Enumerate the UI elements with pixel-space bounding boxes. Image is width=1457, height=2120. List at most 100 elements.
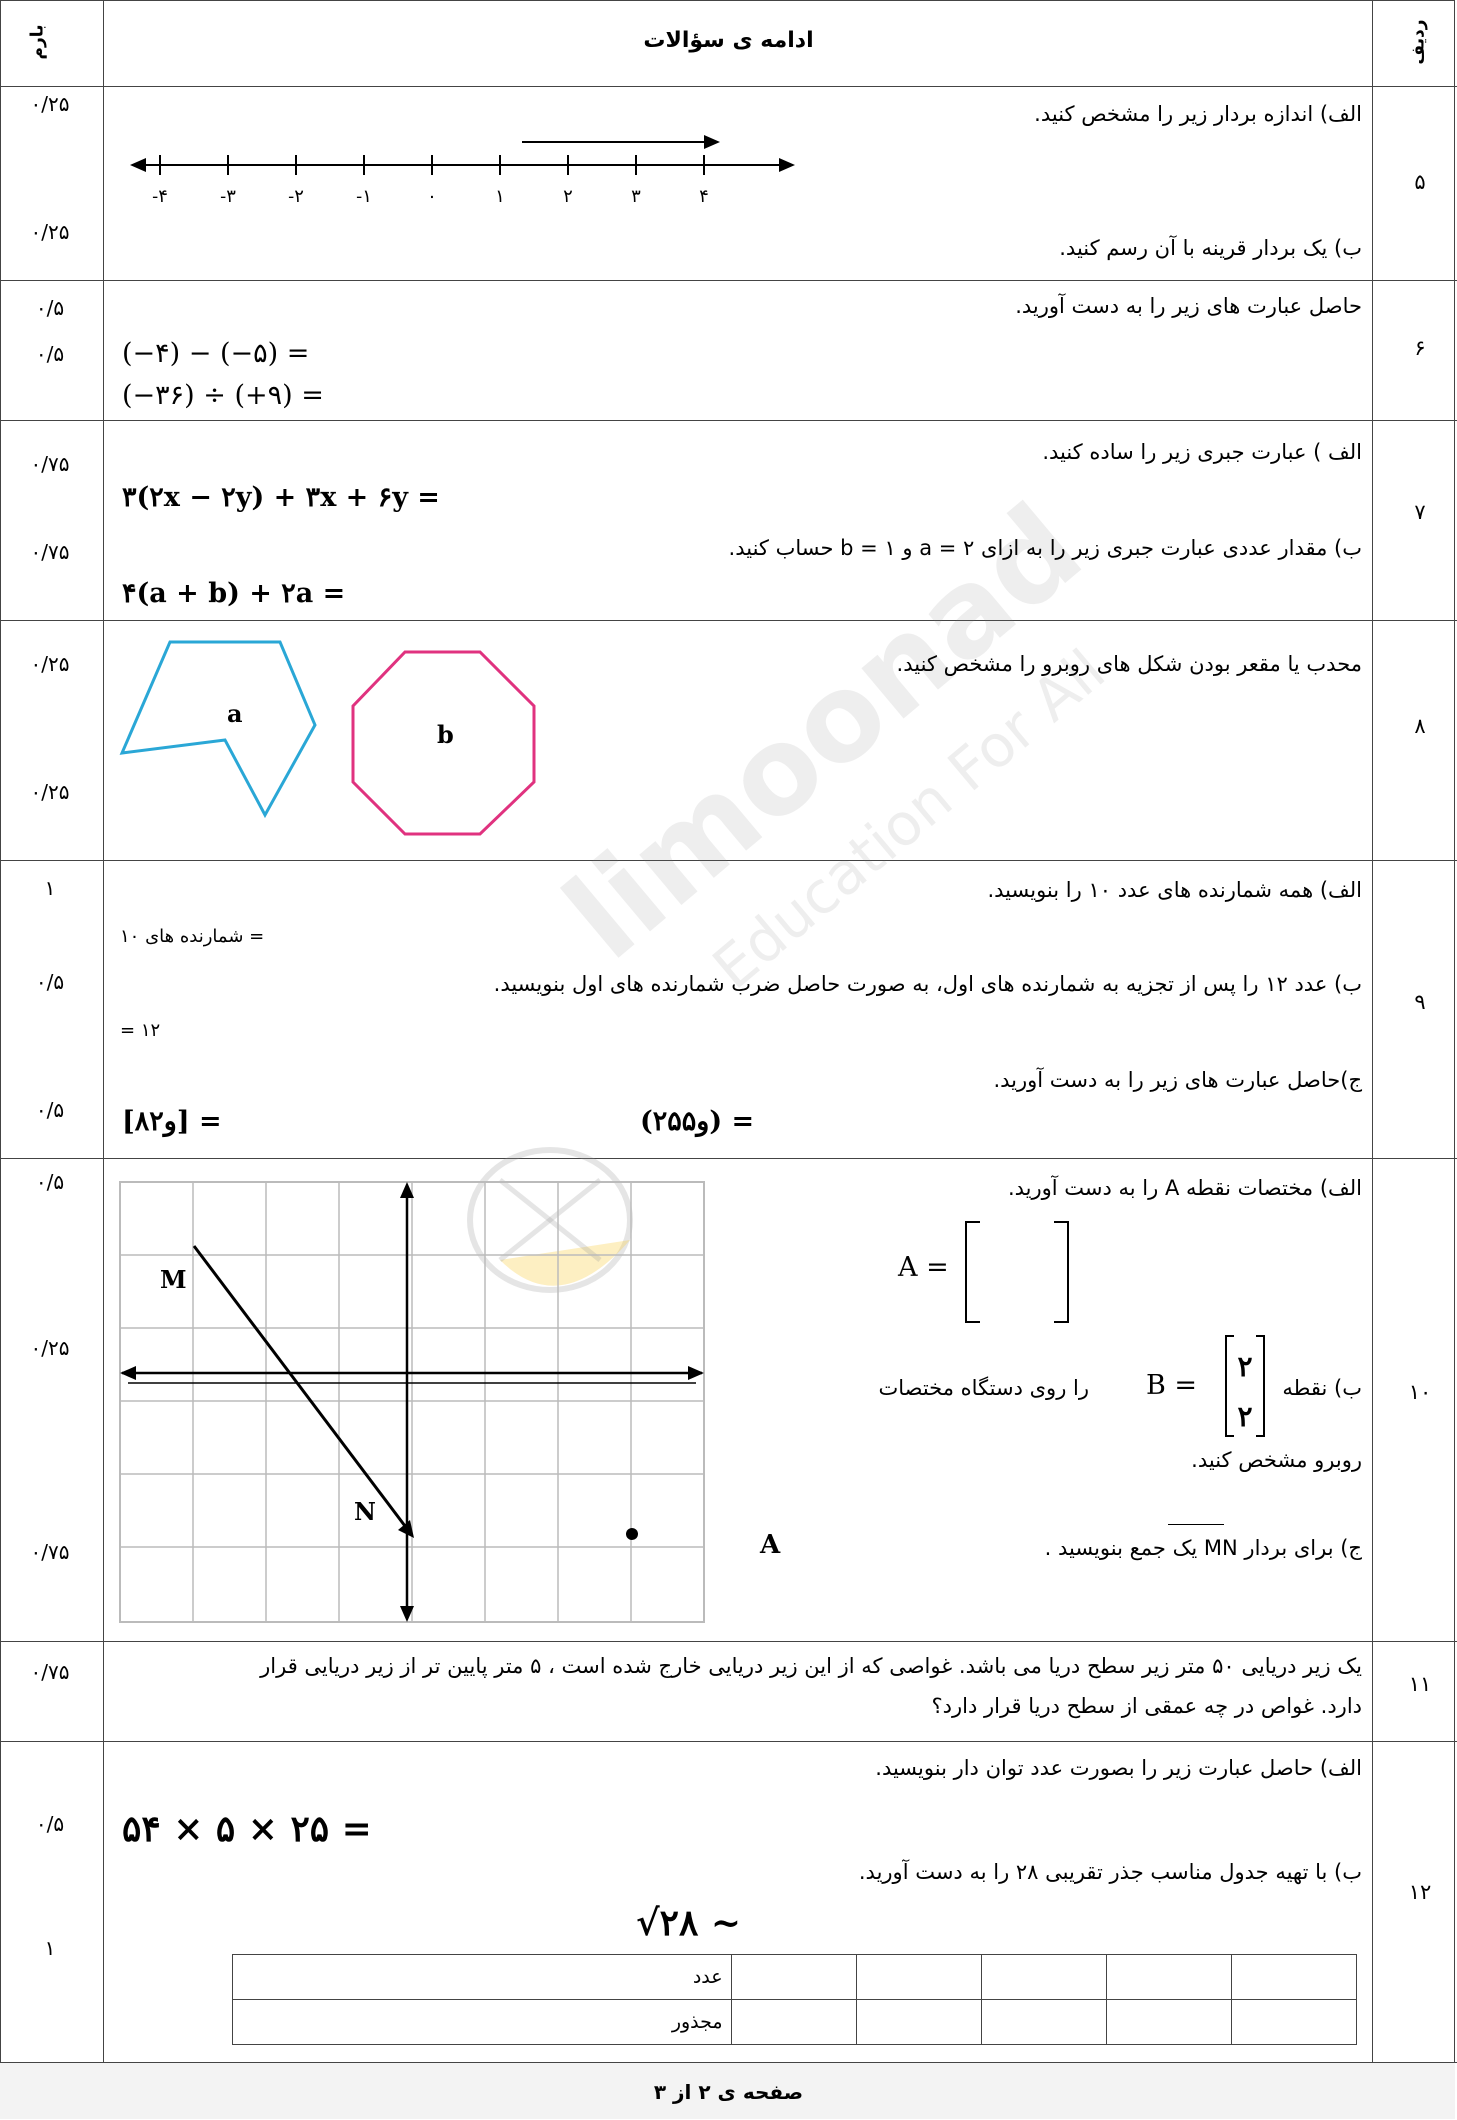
answer-prompt: ۱۲ = xyxy=(120,1020,161,1041)
question-text: الف) اندازه بردار زیر را مشخص کنید. xyxy=(1034,102,1362,126)
tick-label: -۱ xyxy=(356,186,372,207)
question-text: حاصل عبارت های زیر را به دست آورید. xyxy=(1015,294,1362,318)
expression: [۸و۲] = xyxy=(122,1106,222,1137)
score-column-divider xyxy=(103,0,104,2062)
table-cell[interactable] xyxy=(980,1999,1107,2045)
matrix-entry: ۲ xyxy=(1237,1400,1252,1433)
question-text: دارد. غواص در چه عمقی از سطح دریا قرار د… xyxy=(931,1694,1362,1718)
score-value: ۰/۷۵ xyxy=(30,452,70,476)
table-cell[interactable] xyxy=(1105,1954,1232,2000)
question-text: الف) همه شمارنده های عدد ۱۰ را بنویسید. xyxy=(987,878,1362,902)
table-row: مجذور xyxy=(232,1999,1358,2045)
question-text: ب) یک بردار قرینه با آن رسم کنید. xyxy=(1059,236,1362,260)
expression: ۵۴ × ۵ × ۲۵ = xyxy=(122,1808,372,1850)
shapes-figure: a b xyxy=(119,640,536,836)
table-cell[interactable] xyxy=(855,1999,982,2045)
vector-mn-arrow xyxy=(398,1520,414,1538)
table-cell[interactable] xyxy=(1105,1999,1232,2045)
empty-matrix xyxy=(965,1221,1069,1323)
question-text: ب) نقطه xyxy=(1282,1376,1362,1400)
footer-divider xyxy=(0,2062,1457,2063)
score-value: ۰/۵ xyxy=(35,1812,65,1836)
question-text: الف) حاصل عبارت زیر را بصورت عدد توان دا… xyxy=(875,1756,1362,1780)
question-text: روبرو مشخص کنید. xyxy=(1191,1448,1362,1472)
row-divider xyxy=(0,620,1457,621)
question-text: ج)حاصل عبارت های زیر را به دست آورید. xyxy=(993,1068,1362,1092)
row-divider xyxy=(0,860,1457,861)
score-value: ۰/۷۵ xyxy=(30,1540,70,1564)
coordinate-grid: MN xyxy=(119,1181,705,1623)
tick-label: -۲ xyxy=(288,186,304,207)
score-value: ۰/۵ xyxy=(35,342,65,366)
expression: (−۴) − (−۵) = xyxy=(122,338,310,369)
header-divider xyxy=(0,86,1457,87)
tick-label: ۰ xyxy=(427,186,437,207)
point-label-n: N xyxy=(354,1497,376,1526)
question-number: ۶ xyxy=(1414,336,1426,360)
y-axis-arrow xyxy=(400,1182,414,1198)
table-cell[interactable] xyxy=(730,1999,857,2045)
table-cell[interactable] xyxy=(1230,1954,1358,2000)
tick-label: ۱ xyxy=(495,186,505,207)
score-value: ۰/۵ xyxy=(35,1098,65,1122)
x-axis-arrow xyxy=(688,1366,704,1380)
question-number: ۹ xyxy=(1414,990,1426,1014)
matrix-label: A = xyxy=(898,1252,949,1283)
question-text: یک زیر دریایی ۵۰ متر زیر سطح دریا می باش… xyxy=(260,1654,1362,1678)
expression: (−۳۶) ÷ (+۹) = xyxy=(122,380,324,411)
watermark-lemon-icon xyxy=(467,1147,633,1293)
table-header: عدد xyxy=(232,1954,732,2000)
score-value: ۰/۷۵ xyxy=(30,1660,70,1684)
question-text: الف) مختصات نقطه A را به دست آورید. xyxy=(1007,1176,1362,1200)
row-divider xyxy=(0,420,1457,421)
score-value: ۰/۲۵ xyxy=(30,220,70,244)
score-value: ۱ xyxy=(44,1936,56,1960)
score-value: ۰/۲۵ xyxy=(30,780,70,804)
vector-mn xyxy=(192,1245,410,1531)
question-number: ۸ xyxy=(1414,714,1426,738)
square-root-table: عدد مجذور xyxy=(232,1954,1358,2045)
matrix-label: B = xyxy=(1146,1370,1198,1401)
row-divider xyxy=(0,280,1457,281)
table-cell[interactable] xyxy=(1230,1999,1358,2045)
concave-shape-a xyxy=(119,640,317,819)
question-number: ۷ xyxy=(1414,500,1426,524)
footer-bar xyxy=(0,2063,1455,2119)
score-value: ۰/۵ xyxy=(35,296,65,320)
point-label: A xyxy=(760,1530,781,1560)
question-text: را روی دستگاه مختصات xyxy=(878,1376,1089,1400)
point-label-m: M xyxy=(160,1265,187,1294)
tick-label: -۳ xyxy=(220,186,236,207)
question-text: الف ) عبارت جبری زیر را ساده کنید. xyxy=(1042,440,1362,464)
table-cell[interactable] xyxy=(855,1954,982,2000)
row-divider xyxy=(0,1741,1457,1742)
question-text: ج) برای بردار MN یک جمع بنویسید . xyxy=(1044,1536,1362,1560)
expression: (۲۵و۵) = xyxy=(640,1106,755,1137)
question-number: ۱۲ xyxy=(1408,1880,1432,1904)
question-number: ۵ xyxy=(1414,170,1426,194)
score-value: ۰/۲۵ xyxy=(30,1336,70,1360)
page-title: ادامه ی سؤالات xyxy=(643,28,814,53)
table-cell[interactable] xyxy=(980,1954,1107,2000)
row-divider xyxy=(0,1641,1457,1642)
score-value: ۰/۵ xyxy=(35,1170,65,1194)
expression: ۳(۲x − ۲y) + ۳x + ۶y = xyxy=(122,482,440,513)
x-axis-arrow xyxy=(120,1366,136,1380)
question-number: ۱۱ xyxy=(1408,1672,1432,1696)
score-value: ۰/۵ xyxy=(35,970,65,994)
table-row: عدد xyxy=(232,1954,1358,2000)
point-a-dot xyxy=(626,1528,638,1540)
sqrt-expression: √۲۸ ~ xyxy=(636,1902,742,1944)
table-header: مجذور xyxy=(232,1999,732,2045)
score-value: ۰/۷۵ xyxy=(30,540,70,564)
question-text: محدب یا مقعر بودن شکل های روبرو را مشخص … xyxy=(896,652,1362,676)
vector-overline xyxy=(1168,1524,1224,1525)
tick-label: -۴ xyxy=(152,186,168,207)
table-cell[interactable] xyxy=(730,1954,857,2000)
expression: ۴(a + b) + ۲a = xyxy=(122,578,346,609)
score-value: ۰/۲۵ xyxy=(30,92,70,116)
row-divider xyxy=(0,1158,1457,1159)
score-value: ۰/۲۵ xyxy=(30,652,70,676)
row-header: ردیف xyxy=(1408,19,1429,65)
